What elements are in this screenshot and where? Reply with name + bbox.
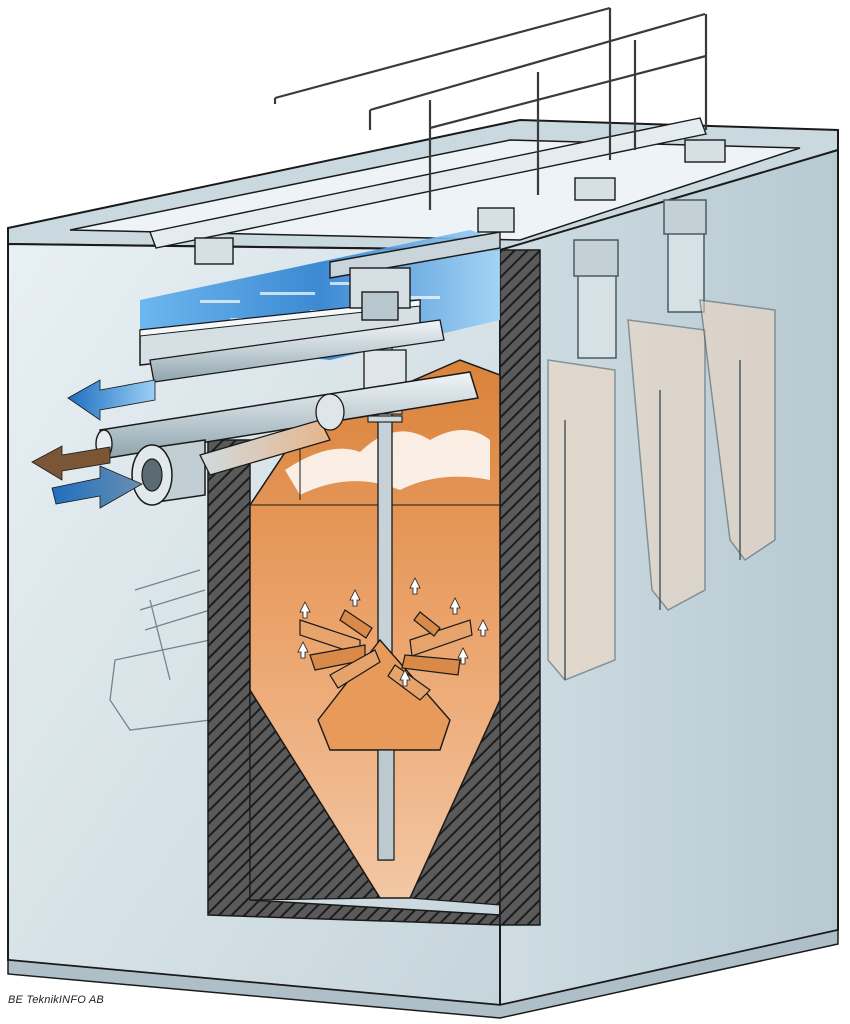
arrow-left-icon bbox=[67, 379, 156, 421]
arrow-up-icon bbox=[349, 589, 361, 607]
tank-base-edge bbox=[7, 929, 839, 1019]
feed-pipe bbox=[199, 419, 331, 476]
feed-pipe-elbow bbox=[315, 393, 345, 431]
drive-unit-left bbox=[194, 237, 234, 265]
central-shaft-assembly bbox=[317, 299, 451, 861]
arrow-up-icon bbox=[297, 641, 309, 659]
arrow-up-icon bbox=[409, 577, 421, 595]
rear-drive-1 bbox=[573, 239, 619, 277]
shaft-bottom bbox=[377, 749, 395, 861]
center-drive-motor bbox=[361, 291, 399, 321]
bridge-deck bbox=[149, 117, 707, 249]
inlet-flange bbox=[131, 439, 206, 506]
flow-arrows bbox=[31, 379, 156, 509]
drive-unit-far bbox=[684, 139, 726, 163]
arrow-left-icon bbox=[31, 445, 111, 481]
arrow-up-icon bbox=[457, 647, 469, 665]
rear-hoppers bbox=[547, 199, 776, 681]
bridge-structure bbox=[149, 117, 726, 321]
arrow-right-icon bbox=[51, 465, 143, 509]
arrow-up-icon bbox=[299, 601, 311, 619]
rear-drive-2 bbox=[663, 199, 707, 235]
drive-unit-right bbox=[574, 177, 616, 201]
drive-unit-mid bbox=[477, 207, 515, 233]
section-wall-right bbox=[499, 249, 541, 926]
distribution-arms bbox=[299, 609, 473, 701]
launder-lip bbox=[139, 299, 421, 337]
ghost-scraper-left bbox=[109, 569, 211, 731]
pipework bbox=[95, 319, 479, 506]
arrow-up-icon bbox=[399, 669, 411, 687]
upper-pipe bbox=[149, 319, 445, 383]
rear-hopper-3 bbox=[699, 299, 776, 562]
image-credit: BE TeknikINFO AB bbox=[8, 994, 104, 1006]
upflow-arrows bbox=[297, 577, 489, 687]
arrow-up-icon bbox=[449, 597, 461, 615]
bridge-beam bbox=[329, 231, 501, 279]
handrail bbox=[273, 6, 708, 210]
arrow-up-icon bbox=[477, 619, 489, 637]
